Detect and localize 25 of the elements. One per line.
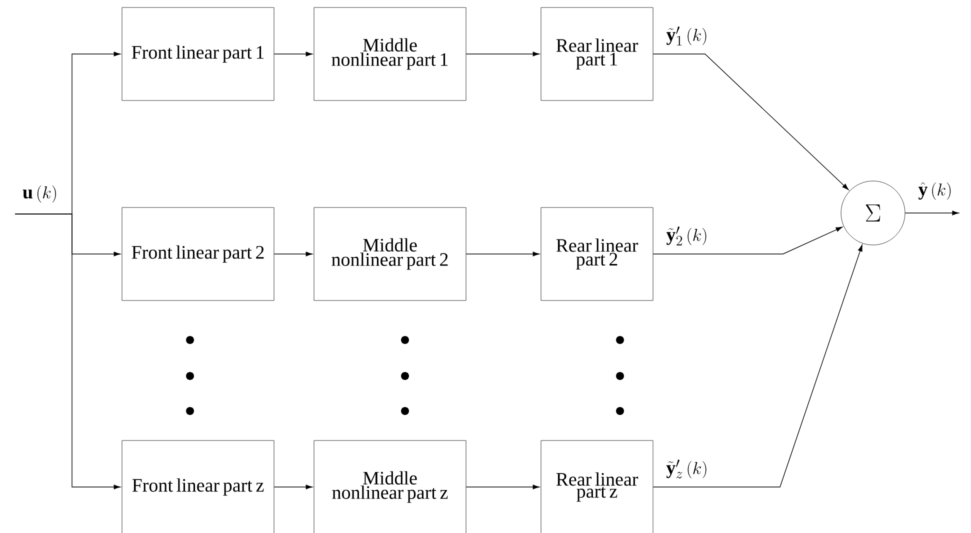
edge-label: $\tilde{\mathbf{y}}'_{2}\left(k\right)$	[665, 226, 709, 246]
process-box: Rear linear part z	[540, 440, 654, 533]
arrow	[274, 252, 312, 256]
process-box: Middle nonlinear part 1	[314, 7, 466, 101]
arrow	[466, 484, 540, 490]
arrow	[652, 244, 862, 488]
arrow	[904, 210, 959, 216]
arrow	[466, 52, 540, 56]
edge-label: $\mathbf{u}\left(k\right)$	[21, 184, 59, 204]
edge-label: $\tilde{\mathbf{y}}'_{z}\left(k\right)$	[665, 458, 709, 480]
edge-label: $\hat{\mathbf{y}}\left(k\right)$	[917, 181, 954, 201]
arrow	[14, 214, 120, 490]
arrow	[274, 52, 312, 56]
process-box: Front linear part 1	[122, 7, 274, 101]
arrow	[652, 54, 849, 190]
process-box: Rear linear part 2	[540, 207, 654, 301]
arrow	[466, 252, 540, 256]
arrow	[274, 484, 312, 490]
process-box: Front linear part z	[122, 440, 274, 533]
arrow	[652, 226, 842, 254]
process-box: Front linear part 2	[122, 207, 274, 301]
process-box: Middle nonlinear part z	[314, 440, 466, 533]
process-box: Middle nonlinear part 2	[314, 207, 466, 301]
edge-label: $\tilde{\mathbf{y}}'_{1}\left(k\right)$	[665, 26, 709, 46]
process-box: Rear linear part 1	[540, 7, 654, 101]
